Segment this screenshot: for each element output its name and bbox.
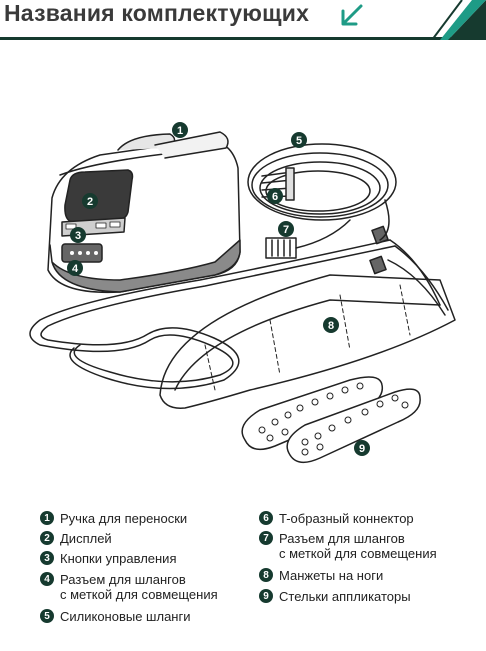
leg-cuffs <box>29 225 456 409</box>
number-badge: 9 <box>259 589 273 603</box>
legend-item-6: 6 T-образный коннектор <box>259 511 414 526</box>
number-badge: 7 <box>259 531 273 545</box>
callout-9: 9 <box>359 443 365 455</box>
legend-item-4: 4 Разъем для шлангов с меткой для совмещ… <box>40 572 218 602</box>
number-badge: 2 <box>40 531 54 545</box>
callout-7: 7 <box>283 224 289 236</box>
callout-4: 4 <box>72 263 79 275</box>
header-corner-decoration <box>431 0 486 40</box>
callout-5: 5 <box>296 135 302 147</box>
number-badge: 5 <box>40 609 54 623</box>
callout-2: 2 <box>87 196 93 208</box>
number-badge: 1 <box>40 511 54 525</box>
legend-item-9: 9 Стельки аппликаторы <box>259 589 411 604</box>
callout-6: 6 <box>272 191 278 203</box>
legend-label: Кнопки управления <box>60 551 177 566</box>
header-underline <box>0 37 486 40</box>
diagonal-arrow-down-left-icon <box>341 4 363 26</box>
legend-label: Силиконовые шланги <box>60 609 191 624</box>
applicator-insoles <box>241 376 421 464</box>
compression-device <box>47 131 241 294</box>
legend-item-1: 1 Ручка для переноски <box>40 511 187 526</box>
legend-label: Ручка для переноски <box>60 511 188 526</box>
legend-label: Стельки аппликаторы <box>279 589 411 604</box>
callout-3: 3 <box>75 230 81 242</box>
callout-8: 8 <box>328 320 334 332</box>
device-illustration: 1 2 3 4 5 6 7 8 9 <box>29 122 456 464</box>
legend-label: Дисплей <box>60 531 112 546</box>
legend-label: Разъем для шлангов с меткой для совмещен… <box>60 572 218 602</box>
legend-label: Манжеты на ноги <box>279 568 384 583</box>
legend-label: Разъем для шлангов с меткой для совмещен… <box>279 531 437 561</box>
silicone-hoses <box>247 143 397 259</box>
legend-item-7: 7 Разъем для шлангов с меткой для совмещ… <box>259 531 437 561</box>
callout-1: 1 <box>177 125 183 137</box>
legend-label: T-образный коннектор <box>279 511 414 526</box>
legend-item-3: 3 Кнопки управления <box>40 551 177 566</box>
page-title: Названия комплектующих <box>4 0 310 26</box>
legend-item-5: 5 Силиконовые шланги <box>40 609 191 624</box>
number-badge: 8 <box>259 568 273 582</box>
number-badge: 4 <box>40 572 54 586</box>
illustration-callouts: 1 2 3 4 5 6 7 8 9 <box>67 122 370 456</box>
number-badge: 3 <box>40 551 54 565</box>
number-badge: 6 <box>259 511 273 525</box>
legend-item-2: 2 Дисплей <box>40 531 112 546</box>
legend-item-8: 8 Манжеты на ноги <box>259 568 383 583</box>
